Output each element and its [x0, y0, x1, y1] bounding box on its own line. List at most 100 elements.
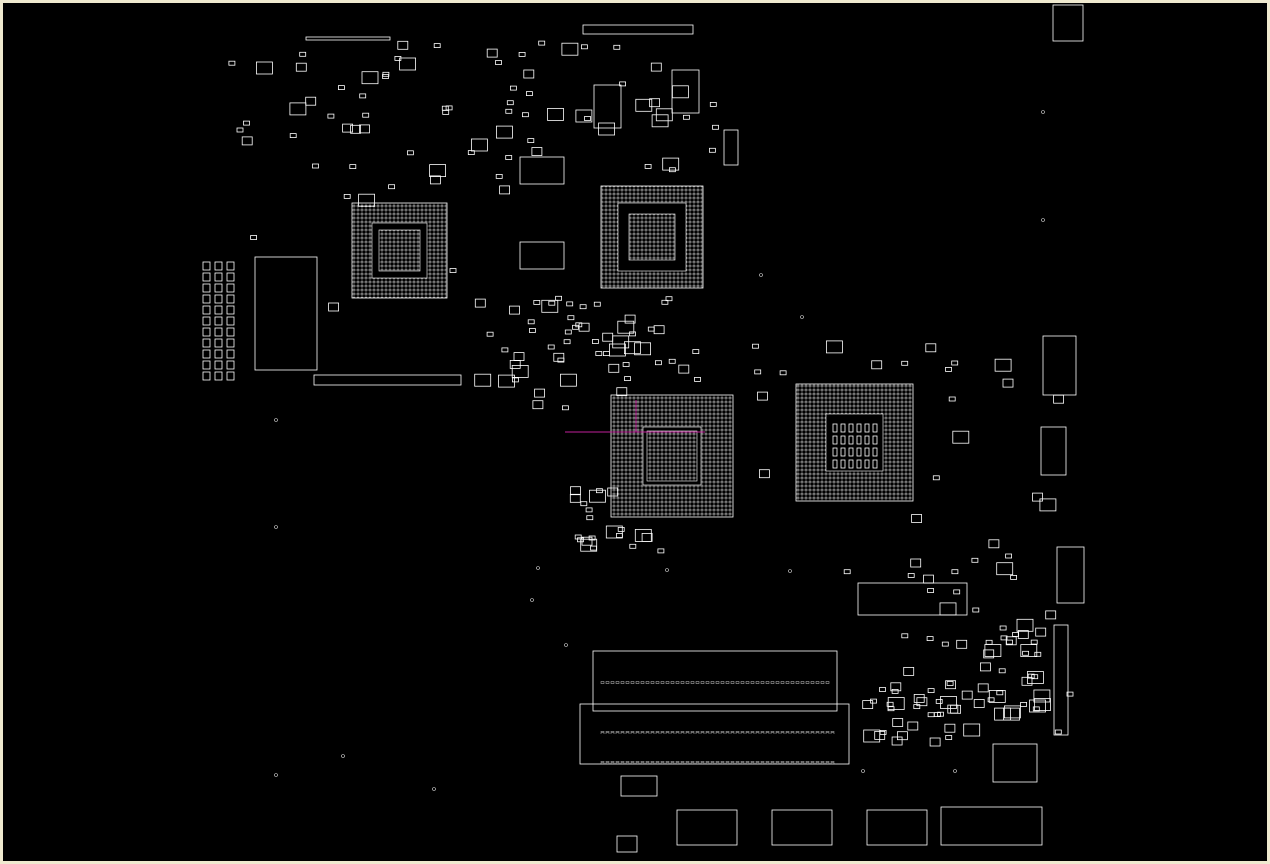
smd-component[interactable] — [984, 644, 1002, 657]
connector-mid[interactable] — [857, 582, 968, 616]
smd-component[interactable] — [226, 305, 235, 315]
smd-component[interactable] — [214, 316, 223, 326]
smd-component[interactable] — [657, 548, 665, 554]
smd-component[interactable] — [653, 325, 665, 335]
smd-component[interactable] — [575, 322, 583, 328]
smd-component[interactable] — [226, 338, 235, 348]
smd-component[interactable] — [214, 360, 223, 370]
smd-component[interactable] — [547, 108, 564, 121]
smd-component[interactable] — [589, 489, 606, 503]
center-pad[interactable] — [872, 459, 878, 469]
smd-component[interactable] — [605, 525, 623, 539]
smd-component[interactable] — [752, 343, 759, 349]
center-pad[interactable] — [840, 447, 846, 457]
center-pad[interactable] — [856, 423, 862, 433]
ic-top-1[interactable] — [593, 84, 622, 129]
smd-component[interactable] — [486, 48, 498, 58]
smd-component[interactable] — [327, 113, 335, 119]
smd-component[interactable] — [343, 193, 351, 199]
center-pad[interactable] — [848, 447, 854, 457]
smd-component[interactable] — [1034, 698, 1051, 711]
smd-component[interactable] — [506, 100, 514, 106]
smd-component[interactable] — [569, 493, 581, 503]
smd-component[interactable] — [616, 387, 628, 397]
top-right-part[interactable] — [1052, 4, 1084, 42]
smd-component[interactable] — [289, 102, 307, 116]
smd-component[interactable] — [202, 272, 211, 282]
smd-component[interactable] — [963, 723, 981, 737]
smd-component[interactable] — [328, 302, 340, 312]
top-connector[interactable] — [582, 24, 694, 35]
smd-component[interactable] — [1006, 639, 1013, 645]
smd-component[interactable] — [649, 98, 660, 108]
smd-component[interactable] — [214, 371, 223, 381]
center-pad[interactable] — [848, 435, 854, 445]
smd-component[interactable] — [901, 360, 909, 366]
smd-component[interactable] — [299, 51, 307, 57]
io-connector-4[interactable] — [940, 806, 1043, 846]
smd-component[interactable] — [1010, 575, 1017, 580]
center-pad[interactable] — [832, 459, 838, 469]
smd-component[interactable] — [983, 649, 995, 659]
center-pad[interactable] — [872, 435, 878, 445]
smd-component[interactable] — [891, 736, 903, 746]
center-pad[interactable] — [832, 435, 838, 445]
smd-component[interactable] — [1020, 702, 1027, 707]
smd-component[interactable] — [580, 501, 588, 507]
smd-component[interactable] — [202, 360, 211, 370]
smd-component[interactable] — [574, 534, 582, 540]
smd-component[interactable] — [295, 62, 307, 72]
smd-component[interactable] — [1020, 644, 1038, 657]
smd-component[interactable] — [668, 358, 676, 364]
smd-component[interactable] — [564, 329, 572, 335]
sodimm-part-2[interactable] — [519, 241, 565, 270]
smd-component[interactable] — [388, 184, 396, 190]
smd-component[interactable] — [879, 730, 887, 735]
smd-component[interactable] — [202, 316, 211, 326]
smd-component[interactable] — [527, 138, 535, 144]
smd-component[interactable] — [555, 295, 562, 301]
smd-component[interactable] — [406, 150, 414, 156]
smd-component[interactable] — [629, 543, 637, 549]
smd-component[interactable] — [359, 93, 367, 99]
smd-component[interactable] — [609, 343, 626, 357]
smd-component[interactable] — [1004, 705, 1021, 719]
smd-component[interactable] — [547, 344, 555, 350]
center-pad[interactable] — [832, 423, 838, 433]
smd-component[interactable] — [202, 261, 211, 271]
smd-component[interactable] — [826, 340, 843, 354]
smd-component[interactable] — [946, 681, 954, 686]
smd-component[interactable] — [939, 602, 957, 616]
smd-component[interactable] — [509, 359, 521, 369]
smd-component[interactable] — [1039, 498, 1057, 512]
smd-component[interactable] — [709, 147, 716, 153]
smd-component[interactable] — [527, 319, 535, 325]
inductor-block[interactable] — [254, 256, 318, 371]
smd-component[interactable] — [214, 272, 223, 282]
smd-component[interactable] — [953, 589, 961, 595]
smd-component[interactable] — [596, 488, 603, 494]
smd-component[interactable] — [619, 81, 626, 87]
smd-component[interactable] — [951, 360, 959, 366]
smd-component[interactable] — [429, 175, 441, 185]
smd-component[interactable] — [228, 60, 236, 66]
smd-component[interactable] — [901, 633, 909, 639]
top-left-strip[interactable] — [305, 36, 391, 41]
smd-component[interactable] — [585, 507, 593, 513]
smd-component[interactable] — [226, 261, 235, 271]
smd-component[interactable] — [592, 339, 599, 344]
center-pad[interactable] — [864, 459, 870, 469]
center-pad[interactable] — [856, 447, 862, 457]
smd-component[interactable] — [394, 56, 402, 61]
smd-component[interactable] — [1045, 610, 1057, 620]
smd-component[interactable] — [598, 122, 615, 136]
smd-component[interactable] — [486, 331, 494, 337]
smd-component[interactable] — [887, 706, 895, 712]
smd-component[interactable] — [202, 371, 211, 381]
smd-component[interactable] — [1027, 673, 1035, 679]
smd-component[interactable] — [358, 193, 376, 207]
smd-component[interactable] — [226, 316, 235, 326]
smd-component[interactable] — [956, 639, 968, 649]
smd-component[interactable] — [927, 712, 935, 718]
smd-component[interactable] — [757, 391, 768, 401]
